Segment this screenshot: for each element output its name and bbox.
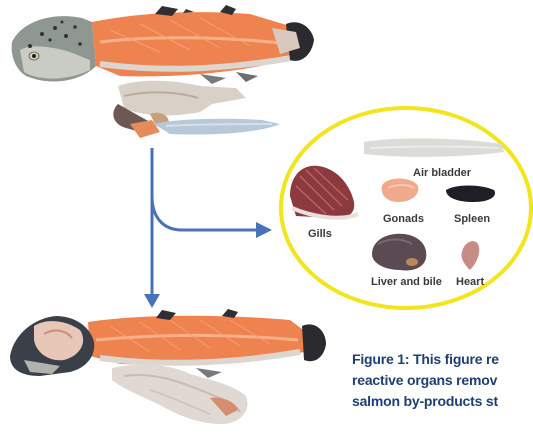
label-spleen: Spleen	[454, 213, 490, 225]
label-liver-and-bile: Liver and bile	[371, 276, 442, 288]
viscera-photo	[113, 81, 280, 138]
label-gills: Gills	[308, 228, 332, 240]
label-gonads: Gonads	[383, 213, 424, 225]
whole-salmon-photo	[12, 5, 314, 84]
caption-line-3: salmon by-products st	[352, 391, 533, 412]
figure-caption: Figure 1: This figure re reactive organs…	[352, 349, 533, 412]
liver-and-bile-photo	[372, 234, 426, 271]
caption-line-1: Figure 1: This figure re	[352, 349, 533, 370]
label-heart: Heart	[456, 276, 484, 288]
flow-arrows	[144, 148, 272, 308]
processed-salmon-photo	[10, 309, 326, 424]
label-air-bladder: Air bladder	[413, 167, 472, 179]
caption-line-2: reactive organs remov	[352, 370, 533, 391]
